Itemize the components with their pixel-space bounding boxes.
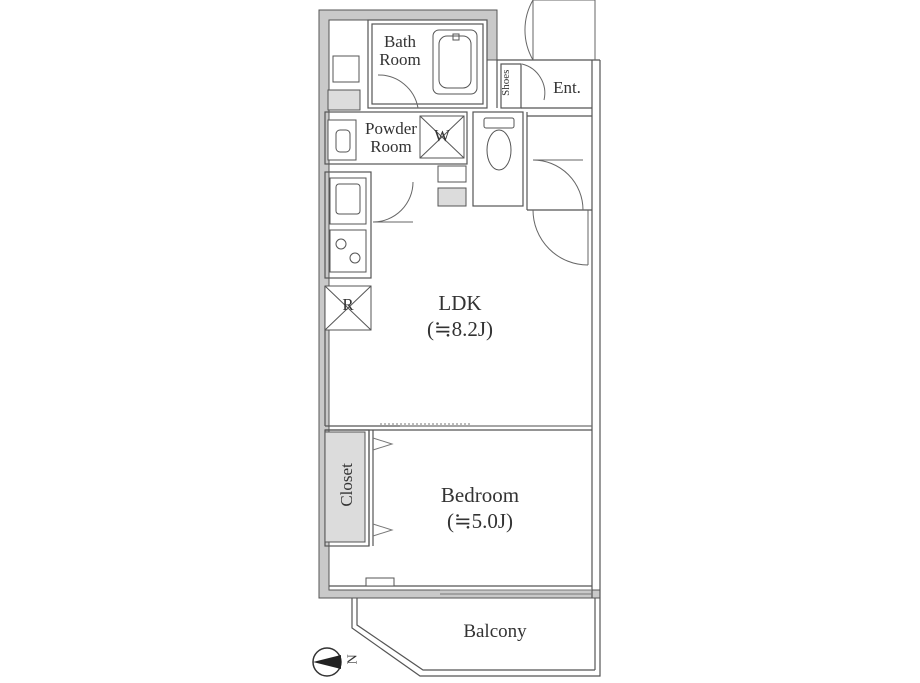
interior-lines <box>324 19 601 677</box>
storage-box <box>332 55 360 83</box>
closet-fill <box>324 431 366 543</box>
door-swings <box>372 0 596 266</box>
walls <box>318 9 601 599</box>
washer-label: W <box>433 126 451 145</box>
compass-north-label: N <box>345 654 361 665</box>
ldk-label: LDK(≒8.2J) <box>426 291 493 342</box>
bathtub <box>432 29 478 95</box>
toilet-tank <box>483 117 515 129</box>
shoes-label: Shoes <box>500 69 513 96</box>
fridge-label: R <box>342 295 354 314</box>
bedroom-label: Bedroom(≒5.0J) <box>440 483 520 534</box>
wash-basin <box>327 119 357 161</box>
closet-label: Closet <box>337 463 357 507</box>
sink <box>329 177 367 225</box>
sliding-doors <box>372 423 592 595</box>
entrance-label: Ent. <box>553 78 581 97</box>
fixtures <box>324 29 515 587</box>
stove <box>329 229 367 273</box>
compass-icon <box>312 647 342 677</box>
balcony-label: Balcony <box>463 621 527 642</box>
